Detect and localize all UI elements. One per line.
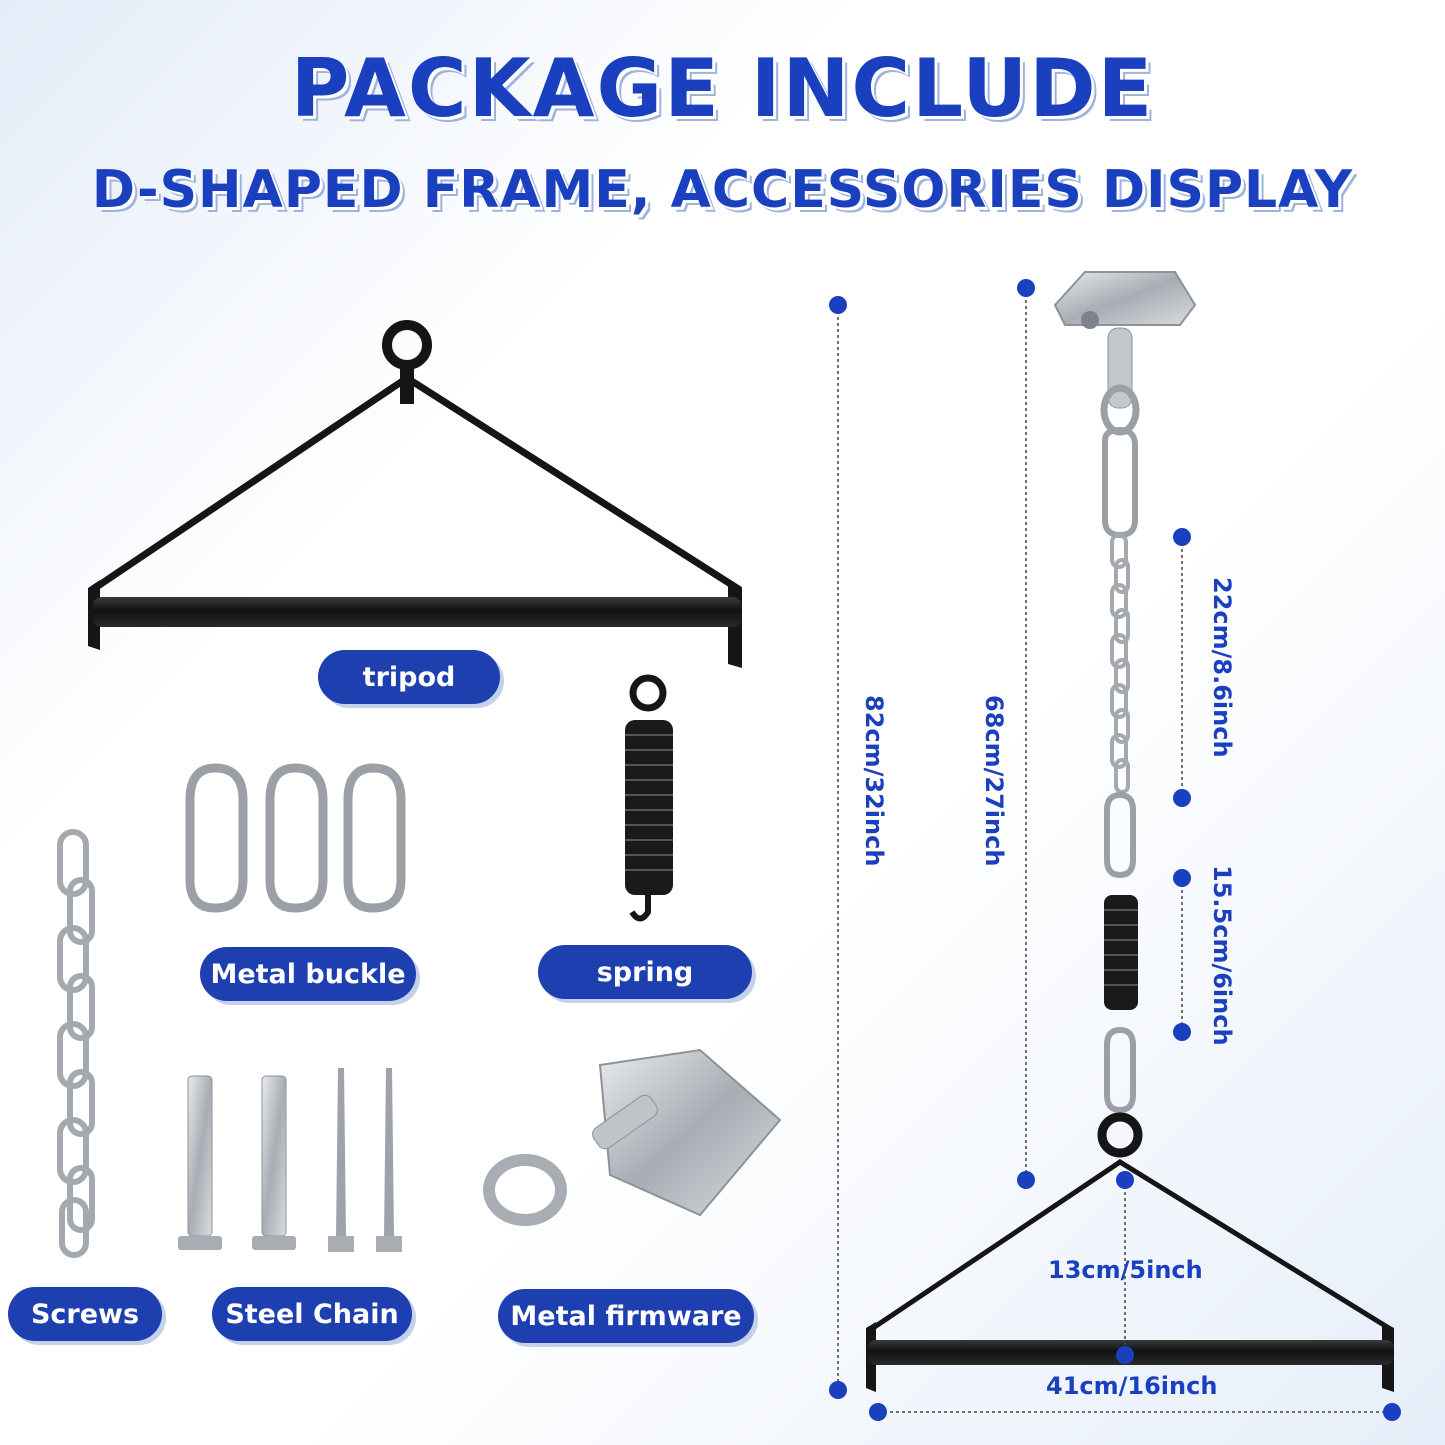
screws-item — [178, 1068, 402, 1252]
carabiner-group — [185, 763, 406, 913]
subtitle-accessories-display: D-SHAPED FRAME, ACCESSORIES DISPLAY — [91, 160, 1354, 220]
dimension-guides — [829, 279, 1401, 1421]
label-screws: Screws — [8, 1287, 162, 1341]
label-steel-chain: Steel Chain — [212, 1287, 412, 1341]
label-metal-firmware: Metal firmware — [498, 1289, 754, 1343]
label-metal-buckle: Metal buckle — [200, 947, 416, 1001]
title-package-include: PACKAGE INCLUDE — [290, 42, 1155, 135]
dim-total-length: 82cm/32inch — [860, 695, 888, 867]
dim-frame-width: 41cm/16inch — [1046, 1372, 1218, 1400]
dim-chain-length: 22cm/8.6inch — [1208, 577, 1236, 758]
label-tripod: tripod — [318, 650, 500, 704]
firmware-item — [483, 1048, 782, 1226]
dim-frame-height: 13cm/5inch — [1048, 1256, 1203, 1284]
dim-spring-length: 15.5cm/6inch — [1208, 865, 1236, 1046]
label-spring: spring — [538, 945, 752, 999]
assembly-diagram — [866, 271, 1394, 1392]
spring-item — [625, 674, 673, 922]
chain-item — [57, 829, 95, 1258]
dim-hanger-length: 68cm/27inch — [980, 695, 1008, 867]
tripod-frame — [88, 320, 742, 668]
